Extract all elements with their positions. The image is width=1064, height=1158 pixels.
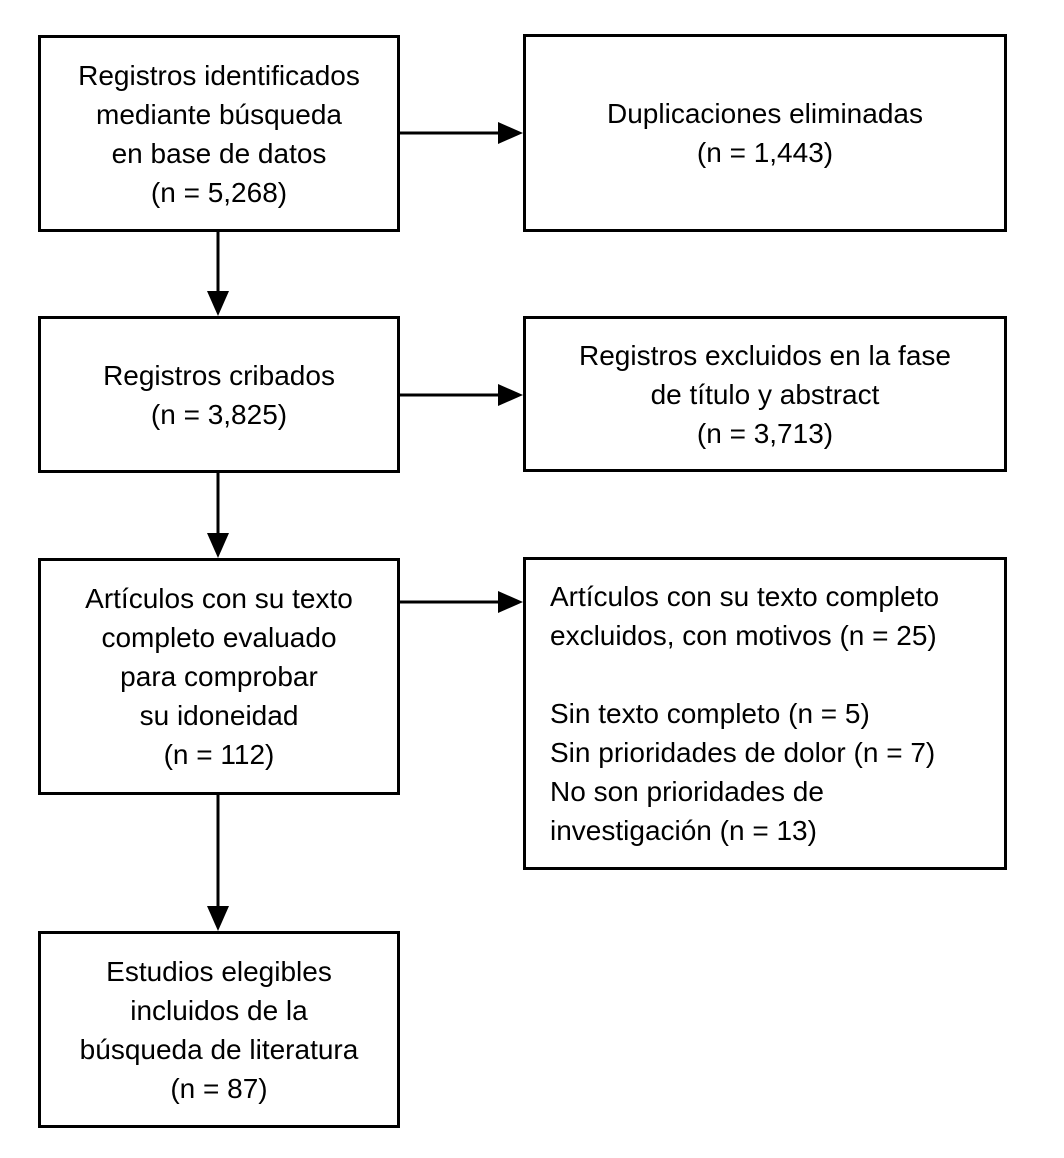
arrow-identified-to-duplicates-head xyxy=(498,122,523,144)
box-exclusion-reason: investigación (n = 13) xyxy=(550,815,817,846)
box-excluded-title-abstract: Registros excluidos en la fase de título… xyxy=(523,316,1007,472)
arrow-screened-to-excluded-head xyxy=(498,384,523,406)
box-line: de título y abstract xyxy=(650,378,880,410)
box-line: su idoneidad xyxy=(139,700,299,731)
arrow-fulltext-to-included-head xyxy=(207,906,229,931)
box-line: Registros cribados xyxy=(103,359,335,391)
box-fulltext-excluded: Artículos con su texto completo excluido… xyxy=(523,557,1007,870)
box-records-screened: Registros cribados (n = 3,825) xyxy=(38,316,400,473)
box-line: para comprobar xyxy=(120,661,318,692)
arrow-fulltext-to-excluded-head xyxy=(498,591,523,613)
box-count: (n = 3,713) xyxy=(696,417,834,449)
box-fulltext-assessed: Artículos con su texto completo evaluado… xyxy=(38,558,400,795)
box-duplicates-removed: Duplicaciones eliminadas (n = 1,443) xyxy=(523,34,1007,232)
box-line: Duplicaciones eliminadas xyxy=(607,98,923,129)
arrow-screened-to-fulltext-head xyxy=(207,533,229,558)
box-records-identified: Registros identificados mediante búsqued… xyxy=(38,35,400,232)
box-line: Registros identificados xyxy=(78,59,360,91)
box-line: completo evaluado xyxy=(101,622,337,653)
box-line: Registros excluidos en la fase xyxy=(579,339,951,371)
box-exclusion-reason: Sin prioridades de dolor (n = 7) xyxy=(550,737,936,768)
box-line: mediante búsqueda xyxy=(96,98,342,130)
arrow-identified-to-screened-head xyxy=(207,291,229,316)
box-line: en base de datos xyxy=(111,137,327,169)
box-count: (n = 5,268) xyxy=(150,176,288,208)
box-exclusion-reason: No son prioridades de xyxy=(550,776,824,807)
box-exclusion-reason: Sin texto completo (n = 5) xyxy=(550,698,870,729)
box-line: Artículos con su texto xyxy=(85,583,353,614)
box-line: incluidos de la xyxy=(130,994,308,1026)
box-line: búsqueda de literatura xyxy=(79,1033,359,1065)
box-count: (n = 3,825) xyxy=(150,398,288,430)
box-count: (n = 1,443) xyxy=(696,137,834,168)
box-line: excluidos, con motivos (n = 25) xyxy=(550,620,937,651)
box-line: Artículos con su texto completo xyxy=(550,581,940,612)
box-line: Estudios elegibles xyxy=(106,955,332,987)
box-count: (n = 112) xyxy=(163,739,275,770)
box-studies-included: Estudios elegibles incluidos de la búsqu… xyxy=(38,931,400,1128)
box-count: (n = 87) xyxy=(170,1072,268,1104)
